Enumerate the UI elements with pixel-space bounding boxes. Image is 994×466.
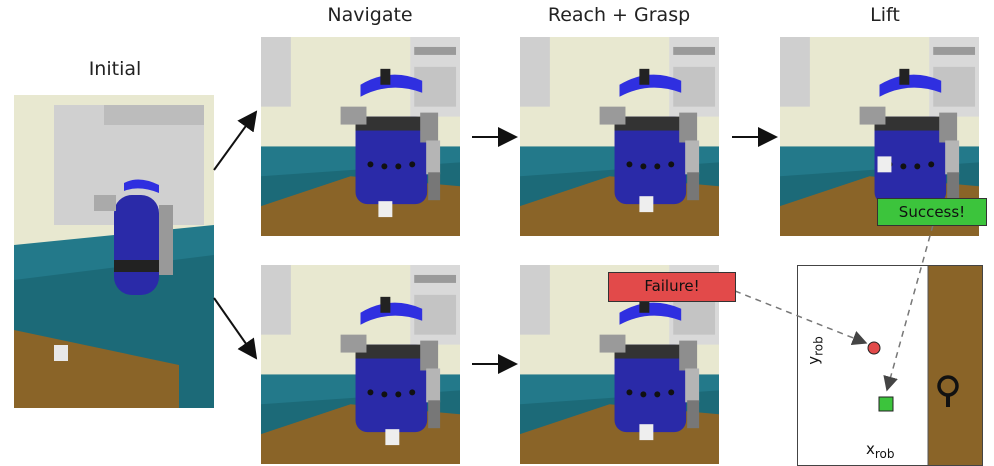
failure-badge: Failure! — [608, 272, 736, 302]
success-badge: Success! — [877, 198, 987, 226]
navigate-failure-scene — [261, 265, 460, 464]
y-axis-label: yrob — [804, 336, 826, 365]
navigate-success-scene — [261, 37, 460, 236]
stage-label-lift: Lift — [870, 4, 900, 26]
x-axis-label: xrob — [866, 440, 895, 461]
stage-label-navigate: Navigate — [327, 4, 413, 26]
initial-scene-image — [14, 95, 214, 408]
reach-grasp-success-scene — [520, 37, 719, 236]
arrow-initial-to-navigate-top — [213, 110, 258, 171]
cup-marker-icon — [937, 375, 959, 407]
reach-grasp-failure-scene — [520, 265, 719, 464]
stage-label-reach-grasp: Reach + Grasp — [547, 4, 691, 26]
lift-success-scene — [780, 37, 979, 236]
success-position-marker — [878, 396, 894, 412]
stage-label-initial: Initial — [88, 58, 142, 80]
arrow-initial-to-navigate-bottom — [213, 297, 258, 360]
failure-position-marker — [867, 341, 881, 355]
